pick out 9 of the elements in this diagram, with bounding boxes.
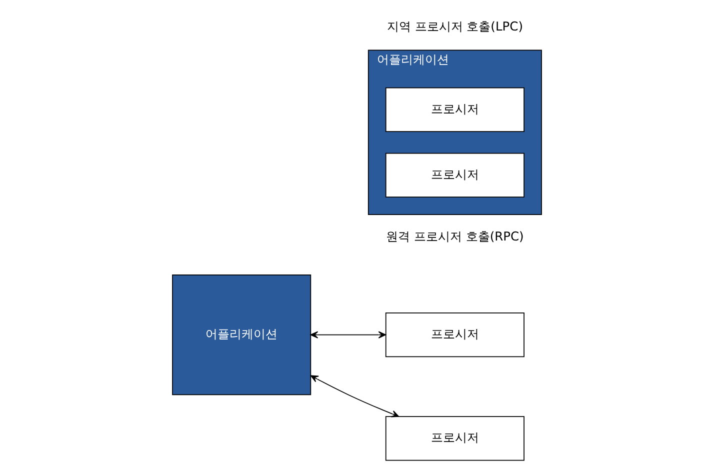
label: 지역 프로시저 호출(LPC) (386, 20, 522, 34)
node-box: 프로시저 (384, 312, 524, 358)
arrow (310, 331, 386, 338)
node-box: 프로시저 (384, 152, 524, 198)
node-box: 프로시저 (384, 416, 524, 461)
node-box: 프로시저 (384, 87, 524, 132)
node-box: 어플리케이션 (172, 274, 311, 396)
arrow (310, 375, 399, 418)
label: 원격 프로시저 호출(RPC) (386, 230, 524, 244)
